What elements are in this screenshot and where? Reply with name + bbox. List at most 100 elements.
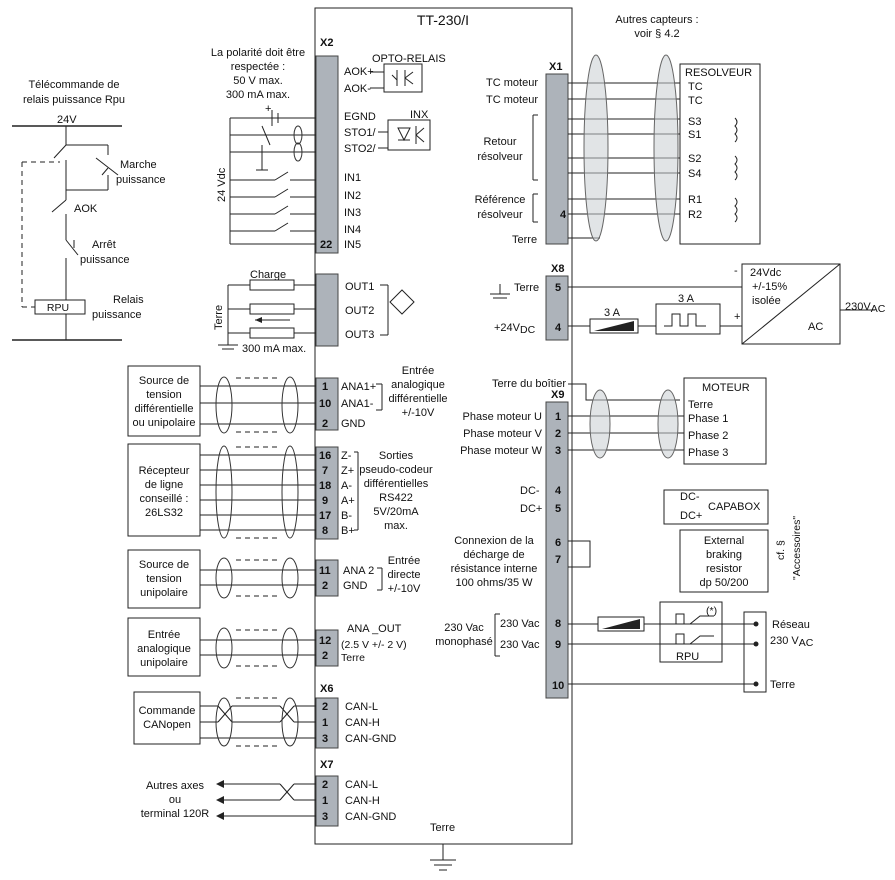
ana1-desc-line1: Entrée [402,365,434,377]
anaout-range: (2.5 V +/- 2 V) [341,639,407,651]
encoder-box-line4: 26LS32 [145,507,183,519]
x8-fuse2-label: 3 A [678,293,695,305]
enc-desc-line5: 5V/20mA [373,506,419,518]
opto-relais-box [383,63,423,93]
x8-minus: - [734,265,738,277]
opto-relais-symbol [391,70,414,86]
x2-connector-strip [315,55,339,254]
enc-pin-9: 9 [322,495,328,507]
x7-pin-1: 1 [322,795,328,807]
opto-relais-label: OPTO-RELAIS [372,53,446,65]
enc-pin-17: 17 [319,510,331,522]
x2-out-strip [315,273,339,347]
x1-ref-line1: Référence [475,194,526,206]
mono-line2: monophasé [435,636,493,648]
x9-pin-1: 1 [555,411,561,423]
enc-sig-b-plus: B+ [341,525,355,537]
res-s3: S3 [688,116,701,128]
src1-line4: ou unipolaire [133,417,196,429]
anaout-box-line3: unipolaire [140,657,188,669]
anaout-strip [315,629,339,667]
ana2-label: ANA 2 [343,565,374,577]
capabox-box [663,489,769,525]
x9-connector-label: X9 [551,389,564,401]
encoder-strip [315,446,339,540]
psu-line3: isolée [752,295,781,307]
resolveur-title: RESOLVEUR [685,67,752,79]
anaout-terre: Terre [341,652,365,664]
encoder-cable [200,445,316,539]
ext-braking-line1: External [704,535,744,547]
anaout-label: ANA _OUT [347,623,402,635]
anaout-pin-12: 12 [319,635,331,647]
res-s1: S1 [688,129,701,141]
x2-24vdc-label: 24 Vdc [216,167,228,202]
x1-ref-line2: résolveur [477,209,523,221]
ana2-box-line3: unipolaire [140,587,188,599]
x6-can-l: CAN-L [345,701,378,713]
conn-desc-line4: 100 ohms/35 W [455,577,533,589]
relais-line1: Relais [113,294,144,306]
enc-desc-line3: différentielles [364,478,429,490]
remote-24v-label: 24V [57,114,77,126]
ana1-desc-line4: +/-10V [402,407,435,419]
x9-star-note: (*) [706,605,717,617]
res-tc-1: TC [688,81,703,93]
src1-box [127,365,201,437]
x2-sto2: STO2/ [344,143,377,155]
res-r1: R1 [688,194,702,206]
resolveur-coils [734,117,738,223]
mains-230vac: 230VAC [845,301,886,315]
x8-power-wiring [568,263,875,345]
x7-pin-2: 2 [322,779,328,791]
x9-internal-resistor-link [568,540,591,568]
x9-phase-w: Phase moteur W [460,445,543,457]
remote-title-line2: relais puissance Rpu [23,94,125,106]
x8-connector-label: X8 [551,263,564,275]
x8-terre: Terre [514,282,539,294]
ana2-desc-line2: directe [387,569,420,581]
drive-title: TT-230/I [417,12,469,28]
x2-sto1: STO1/ [344,127,377,139]
x2-in2: IN2 [344,190,361,202]
out-terre-label: Terre [213,305,225,330]
encoder-box-line3: conseillé : [140,493,189,505]
ext-braking-box [679,529,769,593]
x9-pin-4: 4 [555,485,562,497]
x8-24v-label: +24VDC [494,322,536,336]
x9-pin-6: 6 [555,537,561,549]
x8-pin-5: 5 [555,282,561,294]
x2-connector-label: X2 [320,37,333,49]
x9-pin9-230vac: 230 Vac [500,639,540,651]
x7-strip [315,775,339,827]
cf-line1: cf. § [775,540,787,560]
x2-egnd: EGND [344,111,376,123]
x9-terre-10: Terre [770,679,795,691]
x2-plus-sign: + [265,103,271,115]
ana1-desc-line2: analogique [391,379,445,391]
x8-plus: + [734,311,740,323]
arret-line2: puissance [80,254,130,266]
ana1-plus: ANA1+ [341,381,376,393]
polarity-line4: 300 mA max. [226,89,290,101]
res-s4: S4 [688,168,701,180]
enc-desc-line2: pseudo-codeur [359,464,433,476]
x2-input-wiring [229,110,316,245]
ana1-pin-2: 2 [322,418,328,430]
cf-line2: "Accessoires" [791,516,803,580]
ana1-pin-10: 10 [319,398,331,410]
x7-cable [216,780,316,820]
out-300ma-label: 300 mA max. [242,343,306,355]
res-r2: R2 [688,209,702,221]
x9-strip [545,401,569,699]
x7-desc-line1: Autres axes [146,780,205,792]
x1-retour-line2: résolveur [477,151,523,163]
x7-desc-line2: ou [169,794,181,806]
x9-pin-9: 9 [555,639,561,651]
x2-aok-plus: AOK+ [344,66,374,78]
res-tc-2: TC [688,95,703,107]
x9-pin-10: 10 [552,680,564,692]
enc-pin-16: 16 [319,450,331,462]
x1-pin-4: 4 [560,209,567,221]
